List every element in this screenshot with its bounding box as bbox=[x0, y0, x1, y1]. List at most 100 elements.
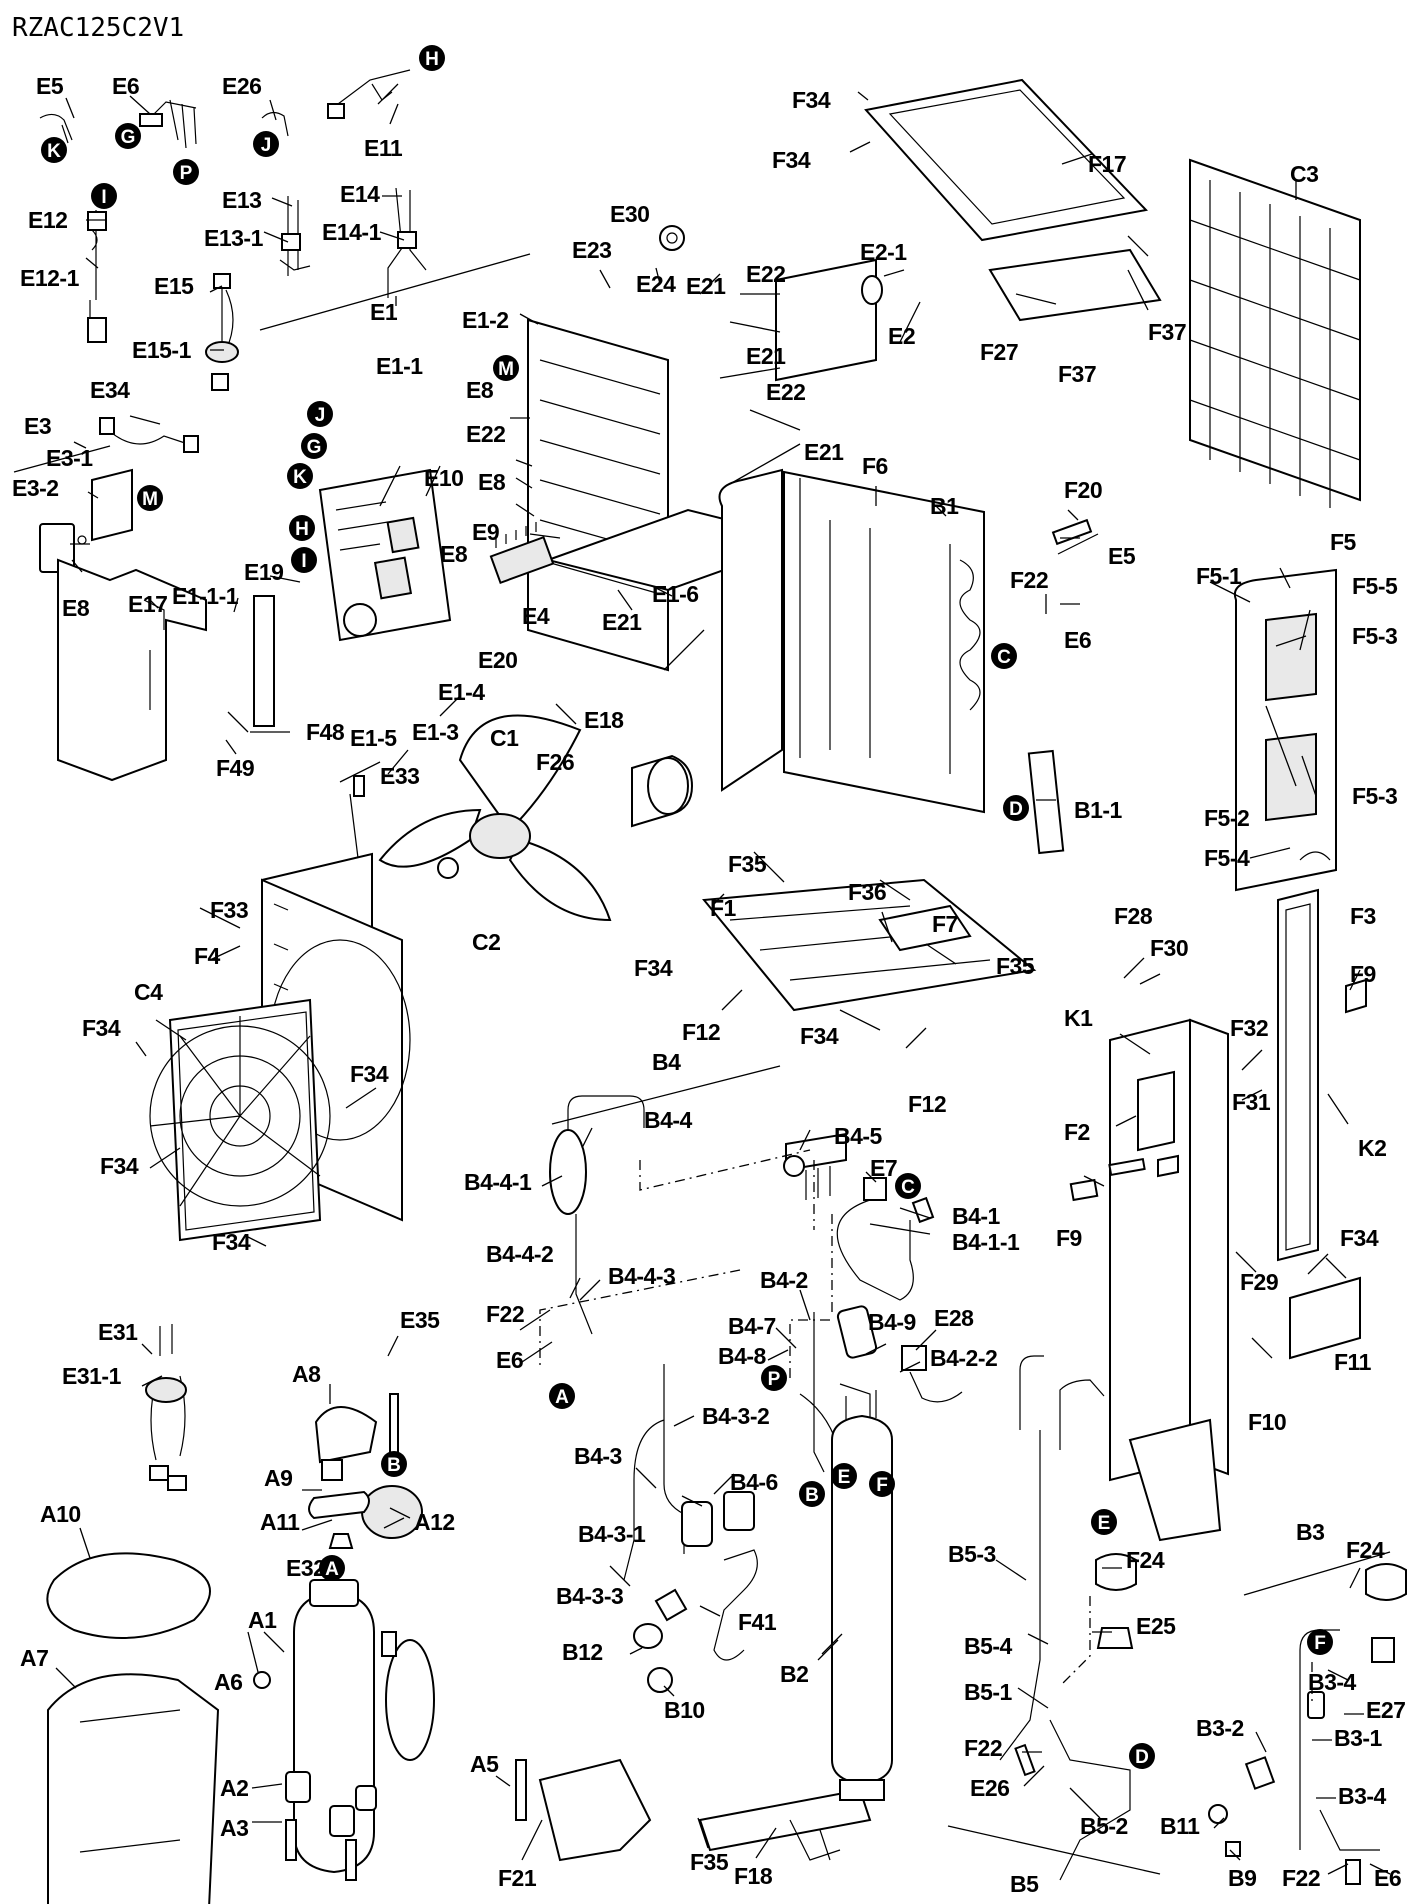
label-B1-1: B1-1 bbox=[1074, 797, 1123, 823]
label-A1: A1 bbox=[248, 1607, 277, 1633]
label-E8-b: E8 bbox=[466, 377, 494, 403]
label-E33: E33 bbox=[380, 763, 419, 789]
group-label-B5: B5 bbox=[1010, 1871, 1039, 1897]
label-F5-5: F5-5 bbox=[1352, 573, 1398, 599]
marker-M-e3: M bbox=[137, 485, 163, 511]
label-E17: E17 bbox=[128, 591, 167, 617]
label-F33: F33 bbox=[210, 897, 248, 923]
label-E1-1: E1-1 bbox=[376, 353, 423, 379]
label-B11: B11 bbox=[1160, 1813, 1200, 1839]
part-drawings bbox=[39, 69, 1407, 1904]
label-B9: B9 bbox=[1228, 1865, 1256, 1891]
label-F35-c: F35 bbox=[690, 1849, 729, 1875]
svg-text:G: G bbox=[307, 437, 322, 458]
label-F9-a: F9 bbox=[1056, 1225, 1082, 1251]
svg-text:P: P bbox=[180, 163, 193, 184]
label-F31: F31 bbox=[1232, 1089, 1271, 1115]
label-F2: F2 bbox=[1064, 1119, 1090, 1145]
label-B1: B1 bbox=[930, 493, 959, 519]
label-E15: E15 bbox=[154, 273, 194, 299]
label-E8-a: E8 bbox=[62, 595, 90, 621]
label-F29: F29 bbox=[1240, 1269, 1278, 1295]
label-E22-a: E22 bbox=[466, 421, 505, 447]
label-F1: F1 bbox=[710, 895, 737, 921]
label-E8-d: E8 bbox=[440, 541, 468, 567]
label-E10: E10 bbox=[424, 465, 463, 491]
label-E12-1: E12-1 bbox=[20, 265, 80, 291]
label-E7: E7 bbox=[870, 1155, 897, 1181]
label-F11: F11 bbox=[1334, 1349, 1372, 1375]
label-B4-5: B4-5 bbox=[834, 1123, 883, 1149]
svg-text:J: J bbox=[315, 405, 326, 426]
label-F17: F17 bbox=[1088, 151, 1126, 177]
label-B4-4-3: B4-4-3 bbox=[608, 1263, 675, 1289]
label-F12-a: F12 bbox=[682, 1019, 720, 1045]
label-E4: E4 bbox=[522, 603, 550, 629]
label-B12: B12 bbox=[562, 1639, 603, 1665]
svg-text:K: K bbox=[293, 467, 307, 488]
label-E2: E2 bbox=[888, 323, 915, 349]
label-A9: A9 bbox=[264, 1465, 292, 1491]
label-F35-a: F35 bbox=[728, 851, 767, 877]
label-B5-3: B5-3 bbox=[948, 1541, 996, 1567]
label-F34-c: F34 bbox=[634, 955, 673, 981]
label-E3-2: E3-2 bbox=[12, 475, 59, 501]
label-E31: E31 bbox=[98, 1319, 138, 1345]
label-F5-3-a: F5-3 bbox=[1352, 623, 1397, 649]
label-F4: F4 bbox=[194, 943, 221, 969]
label-A6: A6 bbox=[214, 1669, 242, 1695]
label-B4-6: B4-6 bbox=[730, 1469, 778, 1495]
label-C2: C2 bbox=[472, 929, 500, 955]
part-labels: RZAC125C2V1 E1 E3 B4 B5 B3 E5 E6 E26 E11… bbox=[12, 13, 1406, 1897]
marker-A-compressor: A bbox=[319, 1555, 345, 1581]
label-E21-c: E21 bbox=[804, 439, 844, 465]
label-E28: E28 bbox=[934, 1305, 974, 1331]
label-E19: E19 bbox=[244, 559, 283, 585]
label-B5-1: B5-1 bbox=[964, 1679, 1013, 1705]
label-B4-4: B4-4 bbox=[644, 1107, 693, 1133]
label-E1-3: E1-3 bbox=[412, 719, 459, 745]
label-E5: E5 bbox=[36, 73, 64, 99]
label-F28: F28 bbox=[1114, 903, 1153, 929]
label-E14: E14 bbox=[340, 181, 380, 207]
label-E22-b: E22 bbox=[746, 261, 785, 287]
label-C3: C3 bbox=[1290, 161, 1318, 187]
label-E6-b: E6 bbox=[1064, 627, 1091, 653]
label-E6-c: E6 bbox=[496, 1347, 523, 1373]
label-A7: A7 bbox=[20, 1645, 48, 1671]
label-B5-2: B5-2 bbox=[1080, 1813, 1128, 1839]
svg-text:D: D bbox=[1135, 1747, 1149, 1768]
label-F34-i: F34 bbox=[1340, 1225, 1379, 1251]
group-label-E3: E3 bbox=[24, 413, 51, 439]
label-A5: A5 bbox=[470, 1751, 499, 1777]
label-F22-c: F22 bbox=[964, 1735, 1002, 1761]
label-E8-c: E8 bbox=[478, 469, 506, 495]
marker-B-compressor: B bbox=[381, 1451, 407, 1477]
label-E21-a: E21 bbox=[686, 273, 726, 299]
label-C1: C1 bbox=[490, 725, 519, 751]
label-B4-9: B4-9 bbox=[868, 1309, 916, 1335]
label-F35-b: F35 bbox=[996, 953, 1035, 979]
label-E2-1: E2-1 bbox=[860, 239, 907, 265]
label-E6: E6 bbox=[112, 73, 139, 99]
svg-text:K: K bbox=[47, 141, 61, 162]
marker-E-accumulator: E bbox=[831, 1463, 857, 1489]
label-F22-d: F22 bbox=[1282, 1865, 1320, 1891]
label-E18: E18 bbox=[584, 707, 624, 733]
marker-H-board: H bbox=[289, 515, 315, 541]
label-F37-a: F37 bbox=[1148, 319, 1186, 345]
label-B4-2-2: B4-2-2 bbox=[930, 1345, 997, 1371]
svg-text:D: D bbox=[1009, 799, 1023, 820]
label-E31-1: E31-1 bbox=[62, 1363, 122, 1389]
label-F5-4: F5-4 bbox=[1204, 845, 1250, 871]
svg-text:B: B bbox=[387, 1455, 401, 1476]
label-F18: F18 bbox=[734, 1863, 773, 1889]
label-B4-3-1: B4-3-1 bbox=[578, 1521, 646, 1547]
label-F34-b: F34 bbox=[772, 147, 811, 173]
label-E5-b: E5 bbox=[1108, 543, 1136, 569]
label-F34-h: F34 bbox=[212, 1229, 251, 1255]
marker-K-board: K bbox=[287, 463, 313, 489]
leader-lines bbox=[13, 83, 1391, 1875]
label-B3-4-b: B3-4 bbox=[1338, 1783, 1387, 1809]
marker-G-board: G bbox=[301, 433, 327, 459]
